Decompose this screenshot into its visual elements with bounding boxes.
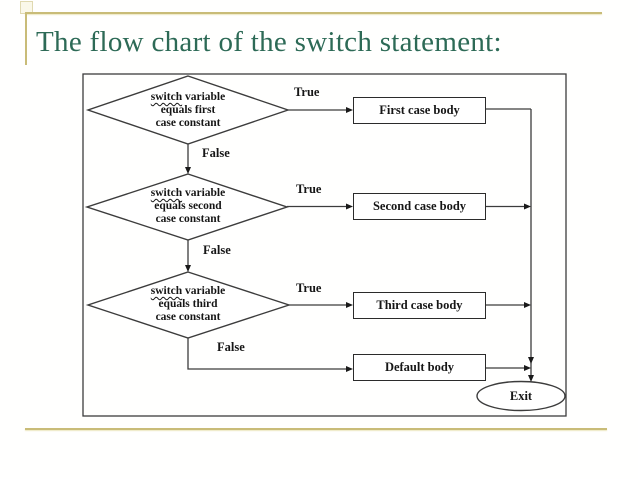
decision-line: equals first: [160, 104, 216, 116]
decision-line: case constant: [155, 311, 221, 323]
decision-line: equals second: [154, 200, 222, 212]
decision-word-switch: switch: [150, 285, 183, 297]
slide-title: The flow chart of the switch statement:: [36, 26, 502, 58]
process-box-first-case: First case body: [353, 97, 486, 124]
decision-line: case constant: [155, 213, 221, 225]
exit-label: Exit: [509, 389, 533, 403]
arrowhead-down-icon: [528, 375, 534, 382]
false-label-2: False: [203, 243, 231, 257]
false-arrow-line-3: [187, 338, 347, 370]
arrowhead-right-icon: [346, 107, 353, 113]
decision-text-first: switch variable equals first case consta…: [103, 91, 273, 130]
decision-word-switch: switch: [150, 91, 183, 103]
decision-line: switch variable: [103, 91, 273, 104]
false-label-1: False: [202, 146, 230, 160]
true-label-2: True: [296, 182, 322, 196]
decision-word-rest: variable: [182, 91, 226, 103]
decision-text-second: switch variable equals second case const…: [103, 187, 273, 226]
arrowhead-down-icon: [185, 167, 191, 174]
arrowhead-right-icon: [346, 203, 353, 210]
left-accent-line: [25, 12, 27, 65]
decision-line: equals third: [158, 298, 218, 310]
top-accent-line: [25, 12, 602, 14]
arrowhead-down-icon: [528, 357, 534, 364]
diagram-border: [82, 73, 567, 417]
arrowhead-right-icon: [346, 302, 353, 308]
true-label-3: True: [296, 281, 322, 295]
false-label-3: False: [217, 340, 245, 354]
arrowhead-down-icon: [185, 265, 191, 272]
decision-text-third: switch variable equals third case consta…: [103, 285, 273, 324]
arrowhead-right-icon: [346, 366, 353, 372]
arrowhead-right-icon: [524, 302, 531, 308]
decision-line: case constant: [155, 117, 221, 129]
exit-terminator-ellipse: [476, 380, 566, 412]
decision-line: switch variable: [103, 285, 273, 298]
process-box-third-case: Third case body: [353, 292, 486, 319]
arrowhead-right-icon: [524, 365, 531, 371]
process-box-default: Default body: [353, 354, 486, 381]
arrowhead-right-icon: [524, 203, 531, 210]
process-box-second-case: Second case body: [353, 193, 486, 220]
bottom-accent-line: [25, 428, 607, 430]
decision-word-rest: variable: [182, 187, 226, 199]
decision-line: switch variable: [103, 187, 273, 200]
decision-word-rest: variable: [182, 285, 226, 297]
true-label-1: True: [294, 85, 320, 99]
decision-word-switch: switch: [150, 187, 183, 199]
